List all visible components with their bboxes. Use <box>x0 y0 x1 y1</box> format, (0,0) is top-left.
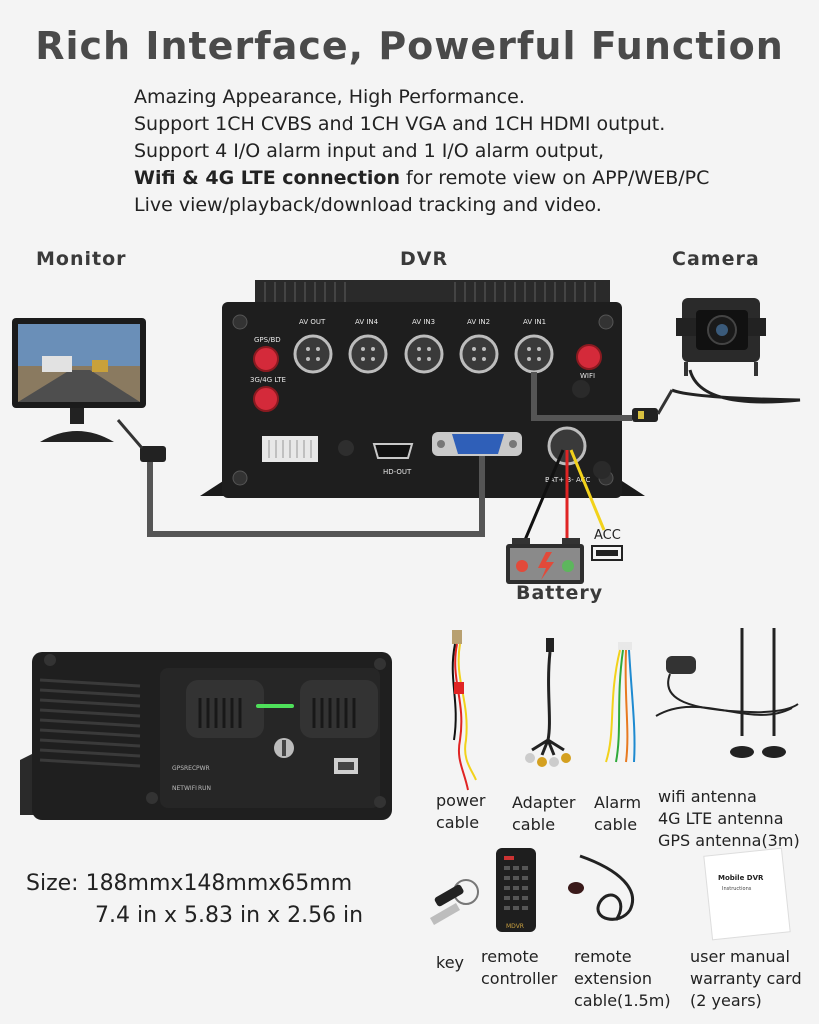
page-title: Rich Interface, Powerful Function <box>35 24 784 68</box>
port-label-av-in1: AV IN1 <box>523 318 546 326</box>
size-line-mm: Size: 188mmx148mmx65mm <box>26 871 353 896</box>
caption-alarm-cable: Alarm cable <box>594 793 642 834</box>
port-label-av-in4: AV IN4 <box>355 318 379 326</box>
remote-brand: MDVR <box>506 923 524 930</box>
yellow-wire <box>569 449 606 531</box>
caption-remote-extension: remote extension cable(1.5m) <box>574 947 671 1010</box>
adapter-cable-image <box>525 638 571 767</box>
caption-remote: remote controller <box>481 947 558 988</box>
caption-antennas: wifi antenna 4G LTE antenna GPS antenna(… <box>658 787 800 850</box>
camera-cable <box>531 372 632 421</box>
manual-heading: Mobile DVR <box>718 874 764 882</box>
battery-label: Battery <box>516 582 604 604</box>
manual-sub: Instructions <box>722 886 752 892</box>
antennas-image <box>655 628 799 758</box>
feature-line: Support 4 I/O alarm input and 1 I/O alar… <box>134 140 604 162</box>
vga-plug <box>140 446 166 462</box>
monitor-label: Monitor <box>36 248 127 270</box>
port-label-lte: 3G/4G LTE <box>250 376 286 384</box>
caption-key: key <box>436 953 465 972</box>
acc-label: ACC <box>594 528 621 543</box>
feature-highlight: Wifi & 4G LTE connection <box>134 167 400 189</box>
alarm-cable-image <box>605 642 636 763</box>
indicator-gps: GPS <box>172 765 184 772</box>
feature-line-rest: for remote view on APP/WEB/PC <box>400 167 710 189</box>
port-label-gps: GPS/BD <box>254 336 281 344</box>
feature-line: Amazing Appearance, High Performance. <box>134 86 525 108</box>
black-wire <box>523 449 565 541</box>
indicator-run: RUN <box>198 785 211 792</box>
port-label-av-in3: AV IN3 <box>412 318 435 326</box>
accessories-images: MDVR Mobile DVR Instructions <box>430 628 799 941</box>
indicator-rec: REC <box>184 765 196 772</box>
battery-icon <box>506 538 584 584</box>
manual-image: Mobile DVR Instructions <box>703 847 791 941</box>
feature-line: Live view/playback/download tracking and… <box>134 194 602 216</box>
feature-line: Wifi & 4G LTE connection for remote view… <box>134 165 709 192</box>
caption-adapter-cable: Adapter cable <box>512 793 576 834</box>
vga-cable <box>147 456 485 537</box>
dvr-label: DVR <box>400 248 449 270</box>
indicator-pwr: PWR <box>196 765 210 772</box>
remote-extension-image <box>568 854 634 921</box>
size-line-inch: 7.4 in x 5.83 in x 2.56 in <box>95 903 364 928</box>
port-label-av-out: AV OUT <box>299 318 326 326</box>
power-cable-image <box>451 630 477 791</box>
caption-power-cable: power cable <box>436 791 486 832</box>
camera-image <box>632 298 801 422</box>
monitor-image <box>12 318 146 442</box>
camera-label: Camera <box>672 248 760 270</box>
indicator-wifi: WIFI <box>184 785 197 792</box>
feature-line: Support 1CH CVBS and 1CH VGA and 1CH HDM… <box>134 113 666 135</box>
indicator-net: NET <box>172 785 184 792</box>
caption-manual: user manual warranty card (2 years) <box>690 947 802 1010</box>
port-label-wifi: WIFI <box>580 372 595 380</box>
key-image <box>430 879 479 925</box>
connection-diagram: AV OUT AV IN4 AV IN3 AV IN2 AV IN1 GPS/B… <box>12 280 801 584</box>
remote-image: MDVR <box>496 848 536 932</box>
dvr-front-view: GPS REC PWR NET WIFI RUN <box>20 652 392 820</box>
port-label-hd-out: HD-OUT <box>383 468 412 476</box>
dvr-back-view <box>200 280 645 498</box>
feature-list: Amazing Appearance, High Performance. Su… <box>134 84 709 219</box>
port-label-av-in2: AV IN2 <box>467 318 490 326</box>
